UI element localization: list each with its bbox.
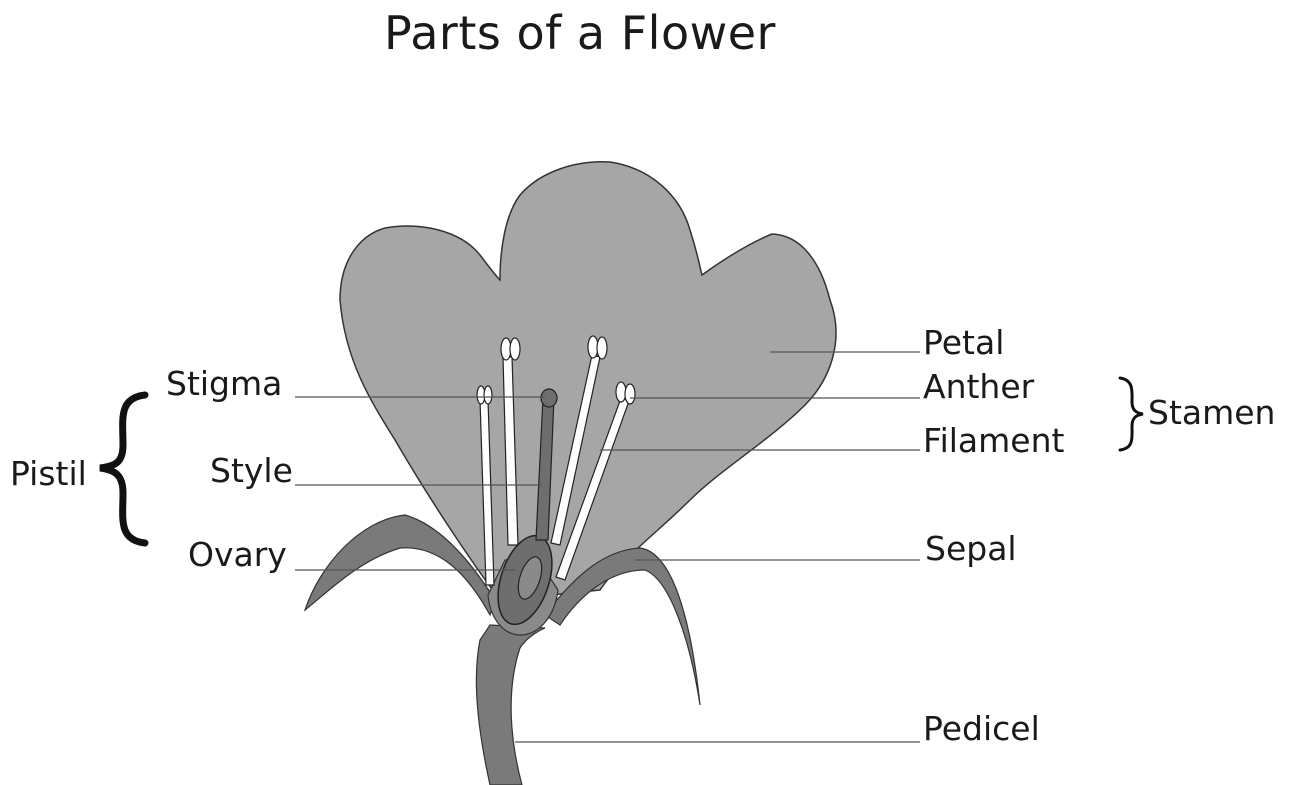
label-pistil: Pistil (10, 457, 87, 490)
label-petal: Petal (923, 326, 1004, 359)
label-sepal: Sepal (925, 532, 1017, 565)
label-filament: Filament (923, 424, 1064, 457)
label-stamen: Stamen (1148, 396, 1275, 429)
pistil-brace-icon (100, 395, 145, 543)
anther-1 (477, 386, 492, 404)
label-pedicel: Pedicel (923, 712, 1040, 745)
label-stigma: Stigma (166, 367, 282, 400)
pedicel-shape (476, 625, 545, 785)
label-ovary: Ovary (188, 538, 287, 571)
label-anther: Anther (923, 370, 1034, 403)
stamen-brace-icon (1120, 378, 1143, 450)
label-style: Style (210, 454, 293, 487)
stigma-shape (541, 389, 557, 407)
